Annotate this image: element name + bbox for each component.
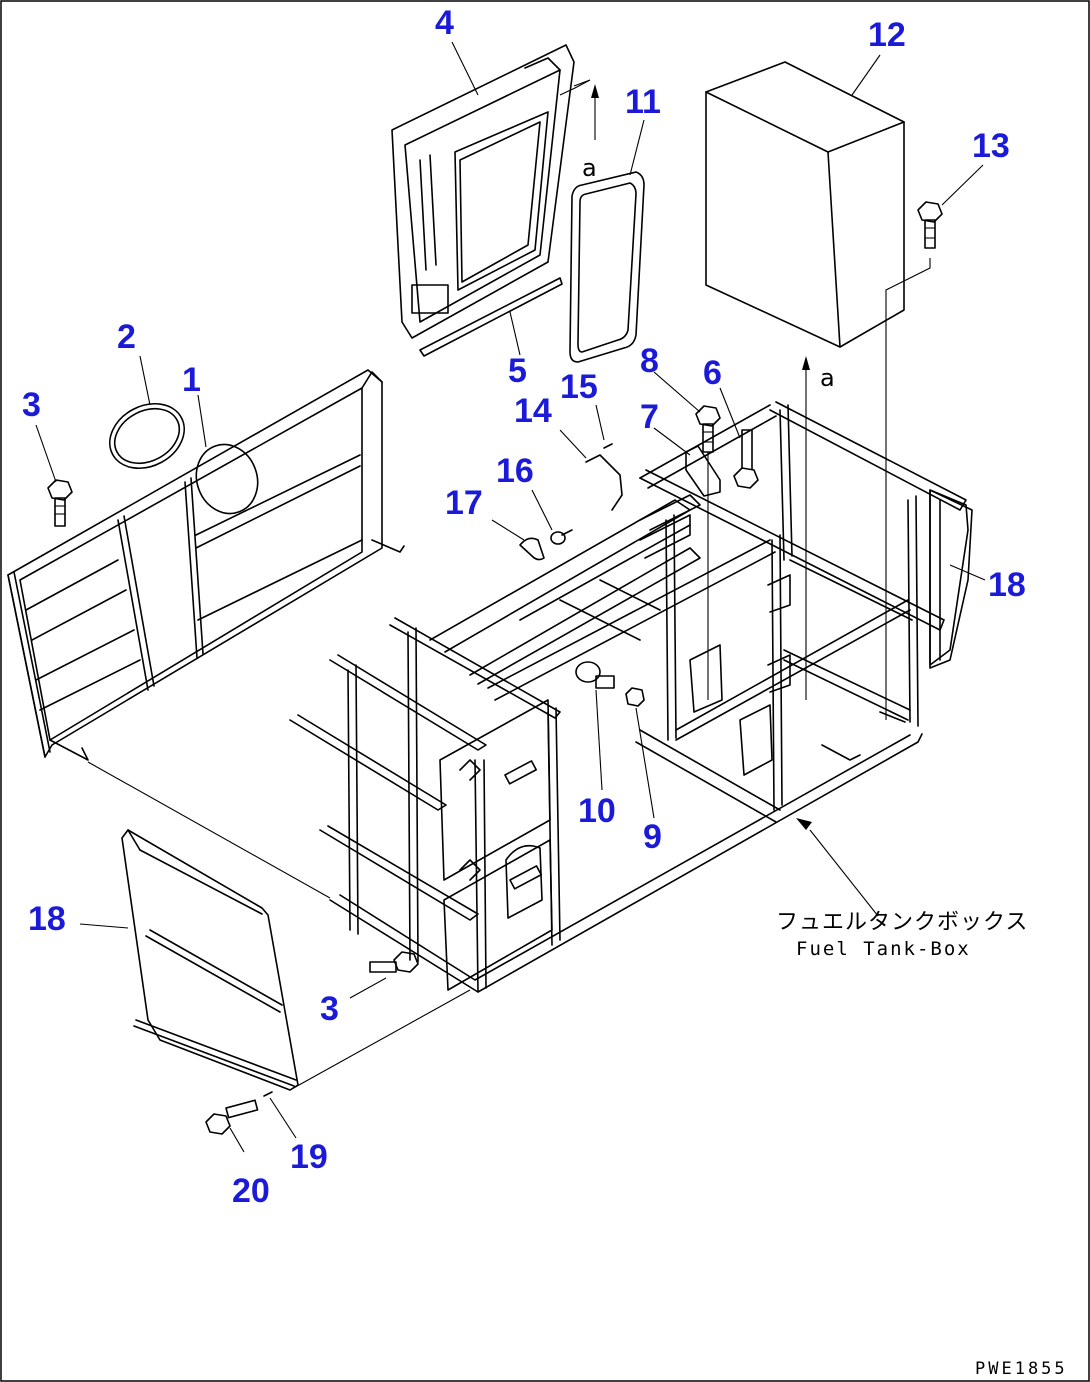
callout-7: 7	[640, 398, 659, 436]
callout-8: 8	[640, 342, 659, 380]
ref-arrow-lower	[802, 356, 810, 700]
callout-19: 19	[290, 1138, 328, 1176]
callout-leaders	[35, 41, 986, 1153]
callout-20: 20	[232, 1172, 270, 1210]
part-18-cover-panel-right	[929, 489, 973, 669]
callout-12: 12	[868, 16, 906, 54]
callout-4: 4	[435, 4, 454, 42]
part-3-bolt-upper	[47, 479, 73, 527]
part-10-plug	[575, 661, 615, 689]
callout-11: 11	[625, 83, 661, 121]
fuel-tank-box-frame	[289, 401, 969, 993]
ref-arrow-upper	[559, 79, 599, 140]
part-1-side-panel	[7, 369, 405, 761]
ref-letter-lower: a	[820, 364, 835, 392]
part-2-ring-seal	[108, 402, 186, 470]
callout-13: 13	[972, 127, 1010, 165]
part-5-strip	[419, 277, 563, 357]
callout-18-right: 18	[988, 566, 1026, 604]
part-3-bolt-lower	[369, 951, 419, 973]
callout-9: 9	[643, 818, 662, 856]
part-12-box-cover	[705, 61, 905, 348]
part-13-bolt	[885, 201, 943, 720]
part-16-clip	[550, 529, 573, 545]
part-15-pin	[603, 443, 613, 449]
callout-3-upper: 3	[22, 386, 41, 424]
part-20-bolt	[205, 1099, 259, 1135]
callout-5: 5	[508, 352, 527, 390]
part-11-window-glass	[569, 171, 645, 363]
callout-16: 16	[496, 452, 534, 490]
callout-6: 6	[703, 354, 722, 392]
callout-15: 15	[560, 368, 598, 406]
drawing-code: PWE1855	[975, 1359, 1068, 1379]
callout-14: 14	[514, 392, 552, 430]
part-19-plate	[263, 1091, 273, 1097]
part-7-bracket	[685, 445, 721, 497]
part-14-wire	[585, 454, 623, 511]
part-17-clamp	[519, 537, 545, 561]
part-18-cover-panel-left	[121, 829, 299, 1091]
callout-3-lower: 3	[320, 990, 339, 1028]
callout-10: 10	[578, 792, 616, 830]
callout-1: 1	[182, 361, 201, 399]
callout-17: 17	[445, 484, 483, 522]
part-8-bolt	[695, 405, 721, 700]
part-4-door	[391, 44, 575, 339]
part-6-stud	[733, 429, 759, 489]
assembly-label-english: Fuel Tank-Box	[796, 938, 971, 960]
callout-2: 2	[117, 318, 136, 356]
assembly-label-japanese: フュエルタンクボックス	[776, 910, 1028, 935]
ref-letter-upper: a	[582, 154, 597, 182]
part-9-nut	[625, 687, 645, 707]
callout-18-left: 18	[28, 900, 66, 938]
